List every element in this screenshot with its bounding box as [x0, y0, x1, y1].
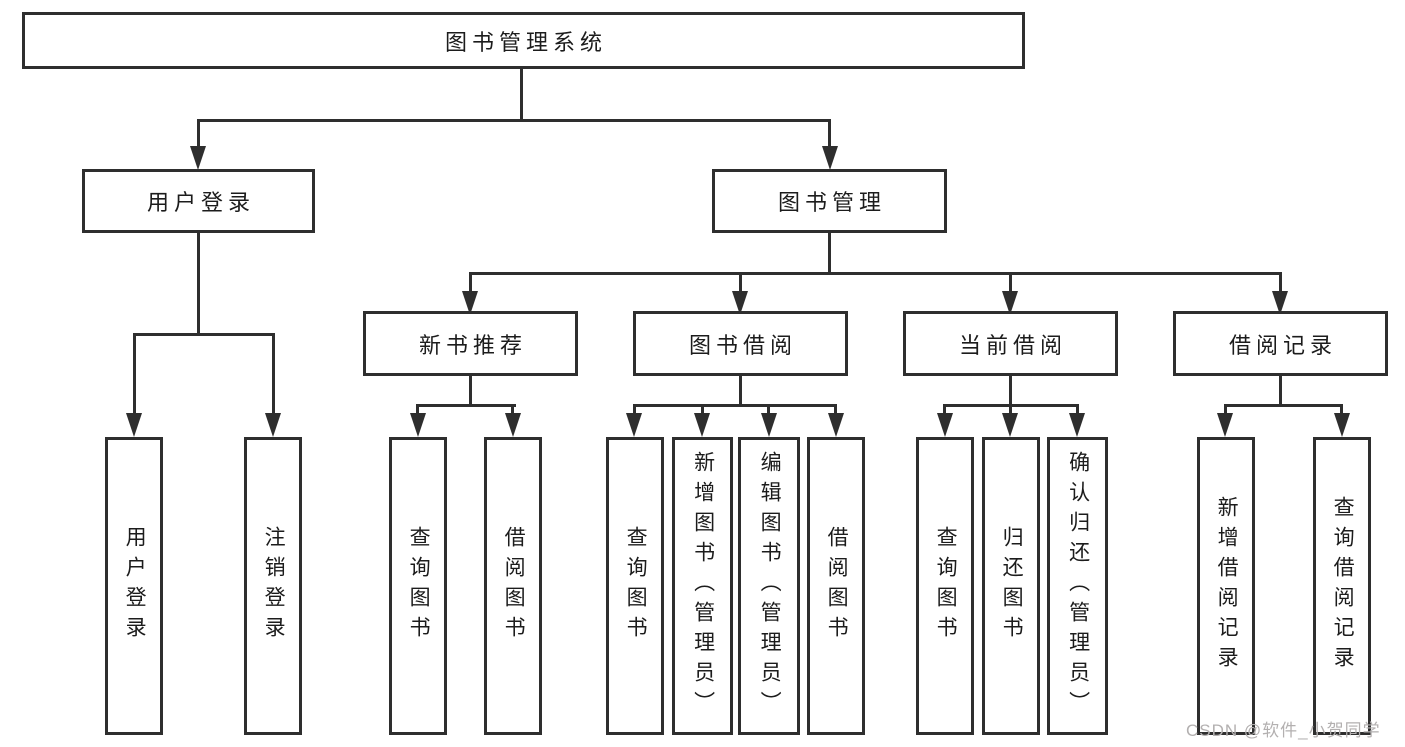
node-label: 新增借阅记录	[1215, 496, 1239, 676]
node-current-borrow: 当前借阅	[903, 311, 1118, 376]
connector-line	[469, 375, 472, 406]
arrow-down-icon	[732, 291, 748, 315]
connector-line	[767, 404, 770, 415]
arrow-down-icon	[1069, 413, 1085, 437]
connector-line	[1279, 272, 1282, 293]
node-label: 借阅图书	[825, 526, 849, 646]
arrow-down-icon	[626, 413, 642, 437]
connector-line	[1009, 375, 1012, 406]
node-new-book-recommend: 新书推荐	[363, 311, 578, 376]
node-label: 注销登录	[262, 526, 286, 646]
arrow-down-icon	[462, 291, 478, 315]
connector-line	[197, 119, 200, 148]
arrow-down-icon	[1002, 291, 1018, 315]
node-label: 当前借阅	[958, 332, 1067, 358]
arrow-down-icon	[761, 413, 777, 437]
arrow-down-icon	[1272, 291, 1288, 315]
arrow-down-icon	[1334, 413, 1350, 437]
node-book-management: 图书管理	[712, 169, 947, 233]
leaf-return-books: 归还图书	[982, 437, 1040, 735]
node-library-management-system: 图书管理系统	[22, 12, 1025, 69]
connector-line	[416, 404, 516, 407]
leaf-add-book-admin: 新增图书（管理员）	[672, 437, 733, 735]
arrow-down-icon	[694, 413, 710, 437]
node-label: 查询图书	[624, 526, 648, 646]
connector-line	[1340, 404, 1343, 415]
node-label: 图书管理	[777, 190, 886, 215]
connector-line	[1009, 272, 1012, 293]
connector-line	[469, 272, 472, 293]
connector-line	[1224, 404, 1343, 407]
node-label: 图书借阅	[688, 332, 797, 358]
connector-line	[520, 68, 523, 120]
connector-line	[633, 404, 837, 407]
node-label: 查询图书	[407, 526, 431, 646]
leaf-query-borrow-record: 查询借阅记录	[1313, 437, 1371, 735]
connector-line	[828, 119, 831, 148]
arrow-down-icon	[505, 413, 521, 437]
leaf-add-borrow-record: 新增借阅记录	[1197, 437, 1255, 735]
node-label: 新书推荐	[418, 332, 527, 358]
leaf-query-books-current: 查询图书	[916, 437, 974, 735]
connector-line	[943, 404, 946, 415]
csdn-watermark: CSDN @软件_小贺同学	[1186, 721, 1381, 740]
arrow-down-icon	[265, 413, 281, 437]
connector-line	[1076, 404, 1079, 415]
connector-line	[1224, 404, 1227, 415]
node-label: 借阅记录	[1228, 332, 1337, 358]
connector-line	[633, 404, 636, 415]
connector-line	[197, 232, 200, 335]
node-label: 图书管理系统	[444, 29, 607, 55]
arrow-down-icon	[822, 146, 838, 170]
arrow-down-icon	[126, 413, 142, 437]
node-label: 用户登录	[123, 526, 147, 646]
connector-line	[133, 333, 275, 336]
connector-line	[739, 375, 742, 406]
connector-line	[701, 404, 704, 415]
connector-line	[511, 404, 514, 415]
leaf-query-books-recommend: 查询图书	[389, 437, 447, 735]
node-label: 新增图书（管理员）	[691, 451, 715, 721]
leaf-user-login: 用户登录	[105, 437, 163, 735]
node-label: 归还图书	[1000, 526, 1024, 646]
node-label: 用户登录	[146, 190, 255, 215]
connector-line	[834, 404, 837, 415]
node-label: 查询图书	[934, 526, 958, 646]
node-user-login: 用户登录	[82, 169, 315, 233]
connector-line	[828, 232, 831, 274]
arrow-down-icon	[1217, 413, 1233, 437]
connector-line	[1009, 404, 1012, 415]
connector-line	[133, 333, 136, 413]
leaf-logout: 注销登录	[244, 437, 302, 735]
connector-line	[739, 272, 742, 293]
node-label: 编辑图书（管理员）	[758, 451, 782, 721]
arrow-down-icon	[1002, 413, 1018, 437]
arrow-down-icon	[937, 413, 953, 437]
leaf-borrow-books-recommend: 借阅图书	[484, 437, 542, 735]
node-borrow-records: 借阅记录	[1173, 311, 1388, 376]
leaf-query-books-borrow: 查询图书	[606, 437, 664, 735]
leaf-confirm-return-admin: 确认归还（管理员）	[1047, 437, 1108, 735]
arrow-down-icon	[828, 413, 844, 437]
node-label: 确认归还（管理员）	[1066, 451, 1090, 721]
connector-line	[1279, 375, 1282, 406]
arrow-down-icon	[410, 413, 426, 437]
node-label: 借阅图书	[502, 526, 526, 646]
connector-line	[272, 333, 275, 413]
connector-line	[416, 404, 419, 415]
leaf-edit-book-admin: 编辑图书（管理员）	[738, 437, 800, 735]
leaf-borrow-books-borrow: 借阅图书	[807, 437, 865, 735]
connector-line	[197, 119, 831, 122]
node-label: 查询借阅记录	[1331, 496, 1355, 676]
connector-line	[469, 272, 1282, 275]
arrow-down-icon	[190, 146, 206, 170]
node-book-borrow: 图书借阅	[633, 311, 848, 376]
